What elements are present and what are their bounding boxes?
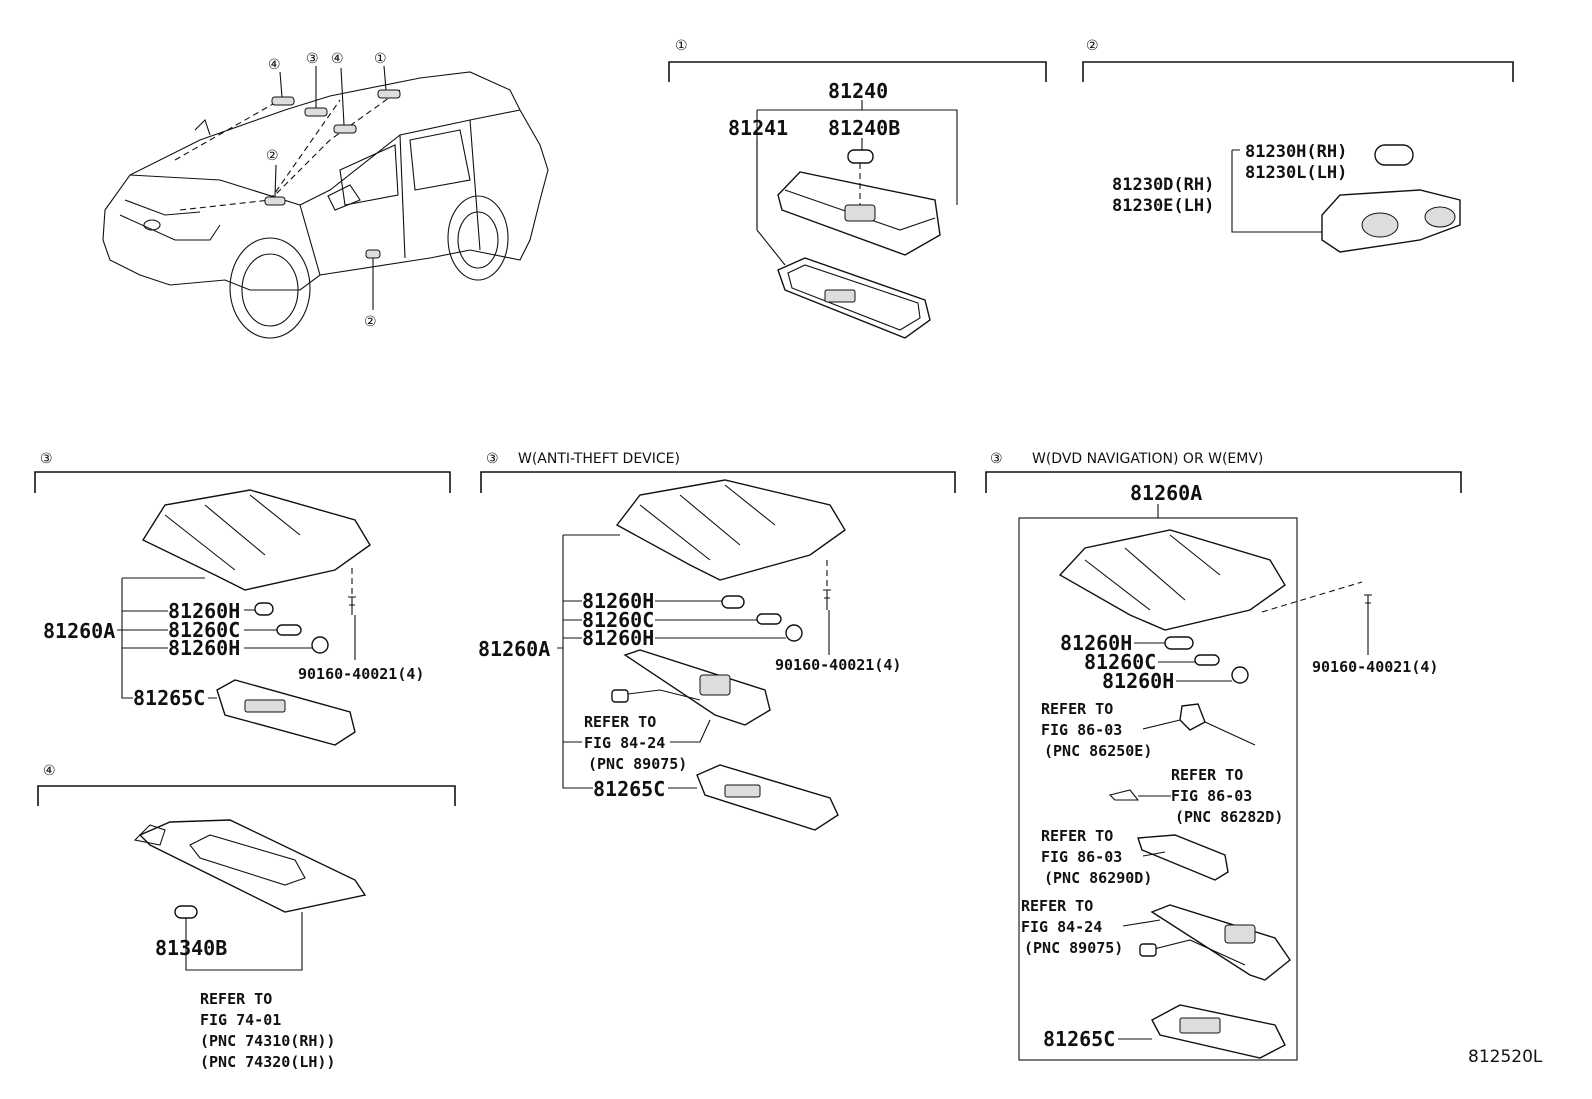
part-console-3b <box>611 479 846 831</box>
panel2-callout: ② <box>1086 38 1099 54</box>
panel3c-bracket <box>985 471 1462 493</box>
part-console-3c <box>1058 529 1372 1059</box>
label-3c-81260a: 81260A <box>1130 481 1202 505</box>
panel3a-bracket <box>34 471 451 493</box>
label-3c-ref1-b: FIG 86-03 <box>1041 721 1122 739</box>
label-3b-81260h-2: 81260H <box>582 626 654 650</box>
label-3a-81260c: 81260C <box>168 618 240 642</box>
label-3c-ref2-c: (PNC 86282D) <box>1175 808 1283 826</box>
label-3b-81260h-1: 81260H <box>582 589 654 613</box>
label-3a-81260h-1: 81260H <box>168 599 240 623</box>
panel3a-callout: ③ <box>40 451 53 467</box>
label-81230h: 81230H(RH) <box>1245 142 1347 162</box>
label-3c-81260h-2: 81260H <box>1102 669 1174 693</box>
label-3b-refer-2: FIG 84-24 <box>584 734 665 752</box>
callout-2-b: ② <box>364 314 377 330</box>
part-console-3a <box>141 489 371 746</box>
label-4-refer-2: FIG 74-01 <box>200 1011 281 1029</box>
label-3c-90160: 90160-40021(4) <box>1312 658 1438 676</box>
label-3c-ref3-b: FIG 86-03 <box>1041 848 1122 866</box>
label-3a-90160: 90160-40021(4) <box>298 665 424 683</box>
panel3b-header: W(ANTI-THEFT DEVICE) <box>518 451 680 467</box>
panel4-bracket <box>37 785 456 806</box>
label-3c-81265c: 81265C <box>1043 1027 1115 1051</box>
label-3a-81260h-2: 81260H <box>168 636 240 660</box>
label-3b-81260a: 81260A <box>478 637 550 661</box>
label-81230e: 81230E(LH) <box>1112 196 1214 216</box>
label-81340b: 81340B <box>155 936 227 960</box>
panel4-callout: ④ <box>43 763 56 779</box>
label-3c-81260c: 81260C <box>1084 650 1156 674</box>
label-3c-ref4-a: REFER TO <box>1021 897 1093 915</box>
figure-id: 812520L <box>1468 1047 1543 1067</box>
panel1-bracket <box>668 61 1047 82</box>
label-81230d: 81230D(RH) <box>1112 175 1214 195</box>
label-4-refer-3: (PNC 74310(RH)) <box>200 1032 335 1050</box>
callout-3-a: ③ <box>306 51 319 67</box>
label-3a-81265c: 81265C <box>133 686 205 710</box>
callout-4-a: ④ <box>268 57 281 73</box>
panel1-callout: ① <box>675 38 688 54</box>
label-3c-ref4-b: FIG 84-24 <box>1021 918 1102 936</box>
part-map-lamp-1 <box>777 149 941 339</box>
vehicle-illustration <box>102 65 549 339</box>
panel3b-bracket <box>480 471 956 493</box>
label-3c-ref1-c: (PNC 86250E) <box>1044 742 1152 760</box>
label-3c-ref2-a: REFER TO <box>1171 766 1243 784</box>
panel3b-callout: ③ <box>486 451 499 467</box>
panel3c-header: W(DVD NAVIGATION) OR W(EMV) <box>1032 451 1263 467</box>
label-3b-81265c: 81265C <box>593 777 665 801</box>
label-81240b: 81240B <box>828 116 900 140</box>
label-3c-ref3-c: (PNC 86290D) <box>1044 869 1152 887</box>
label-3a-81260a: 81260A <box>43 619 115 643</box>
label-81230l: 81230L(LH) <box>1245 163 1347 183</box>
callout-4-b: ④ <box>331 51 344 67</box>
label-3b-90160: 90160-40021(4) <box>775 656 901 674</box>
label-3b-refer-1: REFER TO <box>584 713 656 731</box>
label-3b-81260c: 81260C <box>582 608 654 632</box>
part-vanity-lamp <box>1321 144 1461 253</box>
part-sun-visor <box>133 819 367 919</box>
label-3c-ref4-c: (PNC 89075) <box>1024 939 1123 957</box>
label-4-refer-4: (PNC 74320(LH)) <box>200 1053 335 1071</box>
label-3c-ref1-a: REFER TO <box>1041 700 1113 718</box>
panel3c-callout: ③ <box>990 451 1003 467</box>
label-81240: 81240 <box>828 79 888 103</box>
callout-1-a: ① <box>374 51 387 67</box>
label-3c-ref3-a: REFER TO <box>1041 827 1113 845</box>
callout-2-a: ② <box>266 148 279 164</box>
label-3c-81260h-1: 81260H <box>1060 631 1132 655</box>
panel2-bracket <box>1082 61 1514 82</box>
label-4-refer-1: REFER TO <box>200 990 272 1008</box>
label-3c-ref2-b: FIG 86-03 <box>1171 787 1252 805</box>
label-3b-refer-3: (PNC 89075) <box>588 755 687 773</box>
label-81241: 81241 <box>728 116 788 140</box>
